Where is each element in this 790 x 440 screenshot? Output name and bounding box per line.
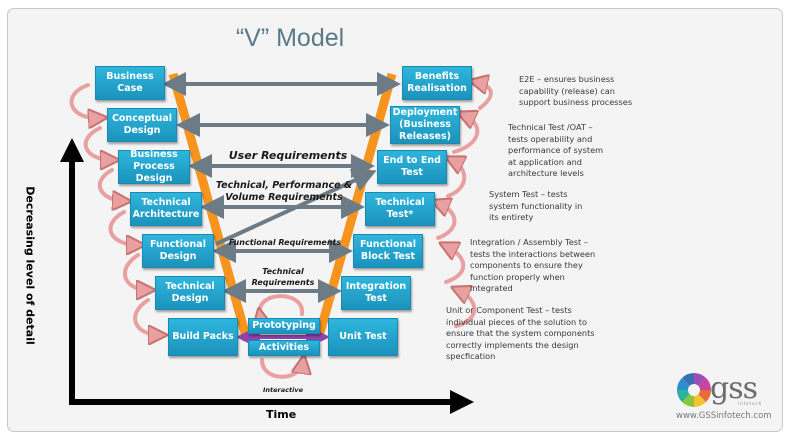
label-tech-perf-vol: Technical, Performance & Volume Requirem… — [215, 180, 353, 203]
note-integration-test: Integration / Assembly Test – tests the … — [470, 237, 596, 293]
x-axis-label: Time — [266, 408, 297, 421]
note-technical-test: Technical Test /OAT – tests operability … — [508, 122, 604, 178]
label-interactive: Interactive — [263, 386, 303, 394]
curve-arrow-right-6 — [476, 82, 493, 110]
y-axis-label: Decreasing level of detail — [23, 186, 37, 345]
label-functional-requirements: Functional Requirements — [228, 238, 342, 247]
box-end-to-end-test: End to End Test — [377, 150, 447, 184]
curve-arrow-left-3 — [98, 168, 124, 201]
box-business-process-design: Business Process Design — [118, 149, 190, 184]
curve-arrow-center-top — [260, 294, 305, 315]
gss-logo-icon — [677, 373, 711, 407]
box-technical-design: Technical Design — [155, 276, 225, 310]
box-activities: Activities — [248, 340, 320, 356]
curve-arrow-right-1 — [456, 290, 477, 328]
curve-arrow-right-2 — [446, 246, 466, 284]
box-functional-design: Functional Design — [142, 234, 214, 268]
box-deployment: Deployment (Business Releases) — [390, 106, 460, 144]
curve-arrow-left-6 — [133, 298, 160, 335]
box-build-packs: Build Packs — [168, 318, 238, 356]
box-technical-architecture: Technical Architecture — [130, 192, 202, 226]
label-user-requirements: User Requirements — [228, 149, 348, 162]
label-technical-requirements: Technical Requirements — [251, 267, 315, 287]
note-unit-test: Unit or Component Test – tests individua… — [446, 305, 595, 361]
curve-arrow-right-3 — [438, 203, 457, 240]
box-benefits-realisation: Benefits Realisation — [402, 66, 472, 100]
box-conceptual-design: Conceptual Design — [107, 108, 177, 142]
box-unit-test: Unit Test — [328, 318, 398, 356]
curve-arrow-center-bottom — [260, 360, 303, 379]
box-prototyping: Prototyping — [248, 318, 320, 334]
curve-arrow-left-1 — [69, 83, 100, 118]
note-e2e: E2E – ensures business capability (relea… — [519, 74, 633, 107]
curve-arrow-left-2 — [83, 126, 112, 160]
logo-url[interactable]: www.GSSinfotech.com — [676, 411, 772, 421]
curve-arrow-right-4 — [448, 160, 464, 198]
curve-arrow-left-5 — [123, 253, 148, 290]
note-system-test: System Test – tests system functionality… — [489, 189, 583, 222]
box-business-case: Business Case — [95, 66, 165, 100]
logo-text: gss — [710, 371, 758, 406]
box-integration-test: Integration Test — [341, 276, 411, 310]
curve-arrow-left-4 — [108, 210, 138, 245]
logo-subtext: infotech — [738, 401, 763, 406]
box-technical-test: Technical Test* — [365, 192, 435, 226]
box-functional-block-test: Functional Block Test — [353, 234, 423, 268]
curve-arrow-right-5 — [452, 115, 480, 154]
diagram-title: “V” Model — [235, 24, 345, 52]
link-diagonal — [215, 169, 377, 246]
